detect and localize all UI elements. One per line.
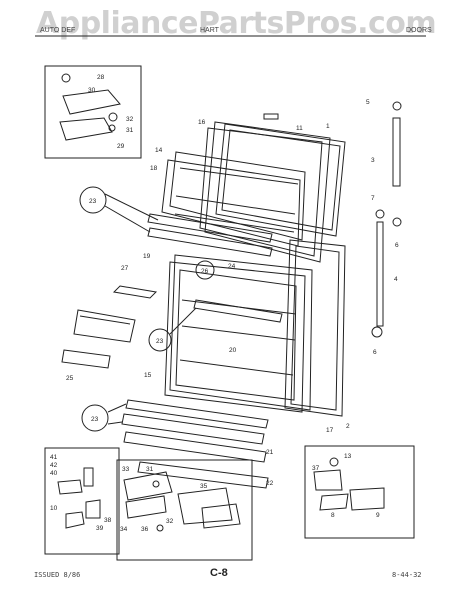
callout-32a: 32 [126, 116, 134, 123]
callout-16: 16 [198, 119, 206, 126]
callout-31a: 31 [126, 127, 134, 134]
callout-17: 17 [326, 427, 334, 434]
callout-19: 19 [143, 253, 151, 260]
header-model-label: HART [200, 27, 219, 34]
callout-26: 26 [201, 268, 209, 275]
callout-11: 11 [296, 125, 303, 132]
callout-38: 38 [104, 517, 112, 524]
callout-3: 3 [371, 157, 375, 164]
fresh-food-door [164, 254, 313, 413]
door-stop [313, 457, 385, 511]
upper-hinge [59, 73, 121, 141]
callout-21: 21 [266, 449, 274, 456]
fresh-food-door-gasket [284, 239, 346, 417]
drawing-code: 8-44-32 [392, 571, 422, 579]
callout-13: 13 [344, 453, 352, 460]
freezer-door-shelf [147, 213, 273, 243]
callout-23b: 23 [156, 338, 164, 345]
callout-41: 41 [50, 454, 58, 461]
callout-15: 15 [144, 372, 152, 379]
handle-trim [61, 349, 111, 369]
detail-circle-23a [79, 186, 107, 214]
lower-hinge-inset-box [44, 447, 120, 555]
callout-23c: 23 [91, 416, 99, 423]
door-shelf [193, 299, 283, 323]
cap [112, 285, 158, 299]
hinge-inset-box [44, 65, 142, 159]
callout-36: 36 [141, 526, 149, 533]
callout-28: 28 [97, 74, 105, 81]
callout-6a: 6 [395, 242, 399, 249]
callout-7: 7 [371, 195, 375, 202]
callout-14: 14 [155, 147, 163, 154]
door-stop-inset-box [304, 445, 415, 539]
callout-39: 39 [96, 525, 104, 532]
callout-10: 10 [50, 505, 58, 512]
lower-trim [123, 431, 267, 463]
callout-35: 35 [200, 483, 208, 490]
callout-27: 27 [121, 265, 129, 272]
hinge-rod-assembly [371, 101, 402, 338]
strip-11 [263, 113, 279, 120]
detail-circle-23c [81, 404, 109, 432]
callout-1: 1 [326, 123, 330, 130]
callout-42: 42 [50, 462, 58, 469]
page-number: C-8 [210, 567, 228, 579]
callout-20: 20 [229, 347, 237, 354]
detail-circle-26 [195, 260, 215, 280]
callout-6b: 6 [373, 349, 377, 356]
callout-2: 2 [346, 423, 350, 430]
callout-29: 29 [117, 143, 125, 150]
callout-25: 25 [66, 375, 74, 382]
issued-date: ISSUED 8/86 [34, 571, 81, 579]
freezer-door-bar [147, 227, 273, 257]
callout-22: 22 [266, 480, 274, 487]
door-handle [73, 309, 136, 343]
header-group-label: DOORS [406, 27, 432, 34]
lower-hinge [57, 467, 101, 529]
callout-40: 40 [50, 470, 58, 477]
freezer-door-gasket [215, 123, 346, 237]
callout-23a: 23 [89, 198, 97, 205]
callout-18: 18 [150, 165, 158, 172]
callout-8: 8 [331, 512, 335, 519]
callout-4: 4 [394, 276, 398, 283]
callout-9: 9 [376, 512, 380, 519]
callout-32b: 32 [166, 518, 174, 525]
freezer-door [161, 121, 331, 263]
callout-30: 30 [88, 87, 96, 94]
lower-bar [125, 399, 269, 429]
lower-trim-strip [137, 461, 269, 489]
callout-5: 5 [366, 99, 370, 106]
hinge-bracket-inset-box [116, 459, 253, 561]
callout-34: 34 [120, 526, 128, 533]
callout-33: 33 [122, 466, 130, 473]
hinge-bracket [123, 471, 241, 532]
callout-31b: 31 [146, 466, 154, 473]
watermark: AppliancePartsPros.com [36, 6, 437, 41]
callout-37: 37 [312, 465, 320, 472]
callout-24: 24 [228, 263, 236, 270]
detail-circle-23b [148, 328, 172, 352]
lower-bar-cover [121, 413, 265, 445]
header-section-label: AUTO DEF [40, 27, 76, 34]
